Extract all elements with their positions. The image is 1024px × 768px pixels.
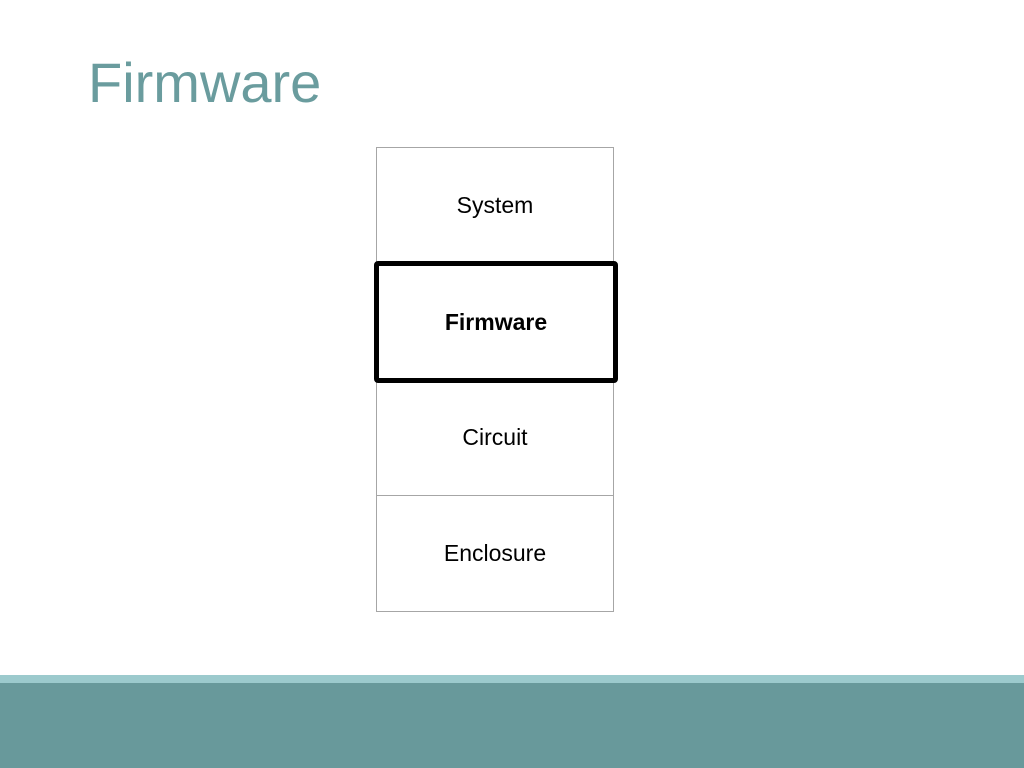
footer-band [0,683,1024,768]
layer-label-enclosure: Enclosure [443,540,547,566]
footer-accent-stripe [0,675,1024,683]
layer-box-system: System [376,147,614,264]
layer-label-circuit: Circuit [462,424,528,450]
slide-title: Firmware [88,51,322,114]
layer-label-system: System [456,192,534,218]
layer-box-circuit: Circuit [376,379,614,496]
layer-box-firmware-highlighted: Firmware [374,261,618,383]
layer-label-firmware: Firmware [444,308,548,335]
layer-box-enclosure: Enclosure [376,495,614,612]
layer-stack-diagram: System Circuit Enclosure Firmware [374,147,618,612]
